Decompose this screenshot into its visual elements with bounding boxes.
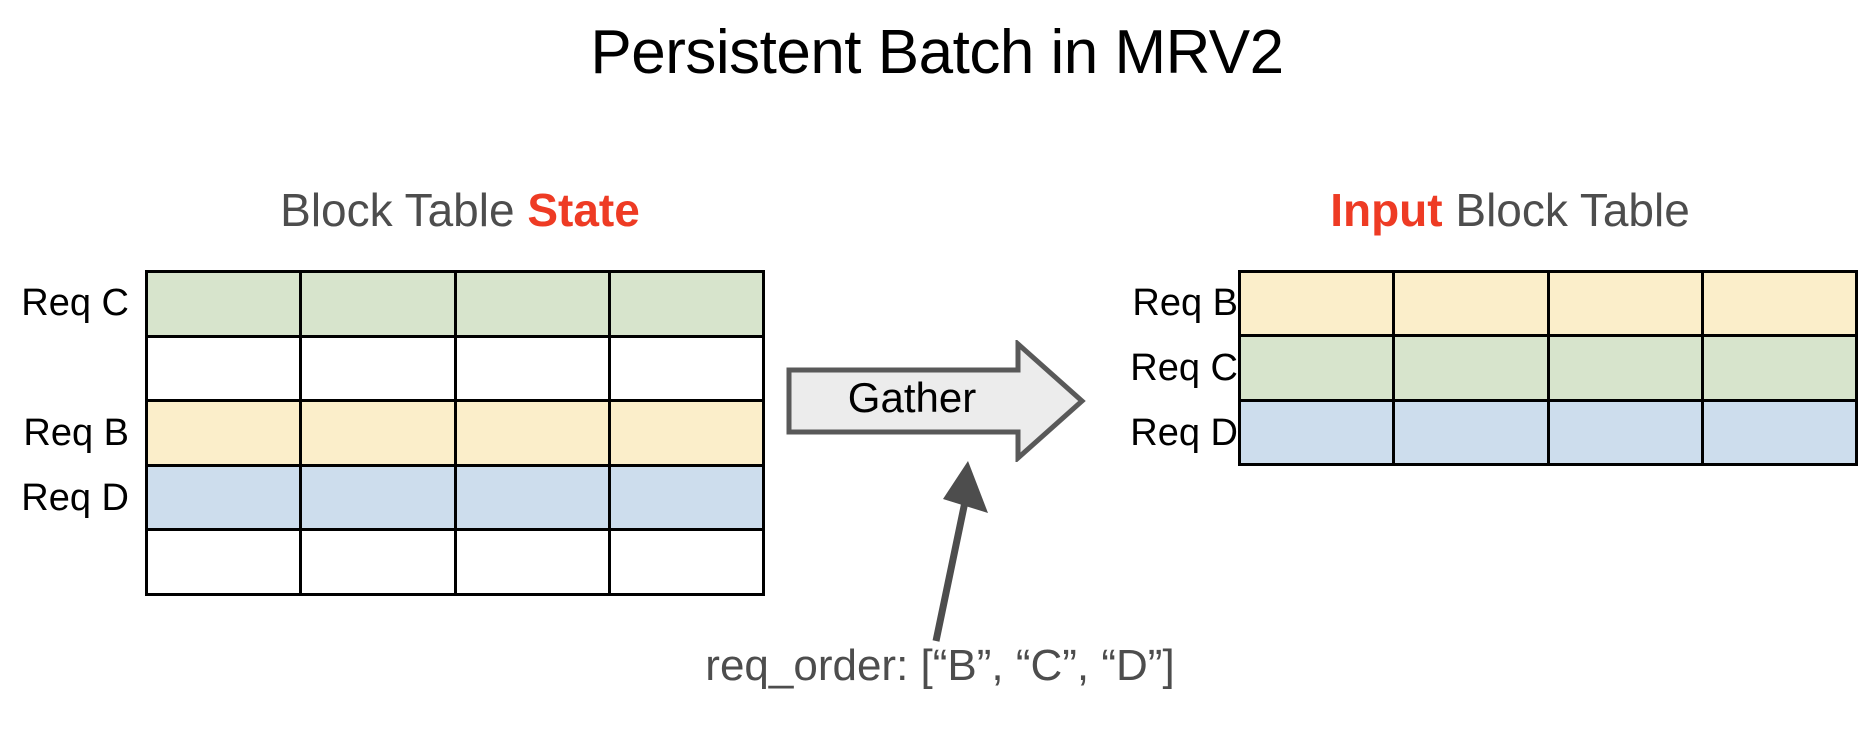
state-table-cell-r2-c1 [302, 402, 454, 464]
state-table-cell-r0-c3 [610, 273, 762, 335]
req-order-caption: req_order: [“B”, “C”, “D”] [705, 641, 1175, 690]
state-table-cell-r3-c0 [148, 466, 300, 529]
right-panel-heading: Input Block Table [1130, 182, 1874, 238]
state-table-cell-r0-c2 [456, 273, 608, 335]
input-table-cell-r2-c2 [1549, 401, 1701, 463]
state-table-cell-r1-c3 [610, 337, 762, 400]
state-table-cell-r2-c2 [456, 402, 608, 464]
input-table-cell-r2-c0 [1241, 401, 1393, 463]
block-table-state-grid [145, 270, 765, 596]
input-table-cell-r1-c0 [1241, 337, 1393, 399]
state-table-cell-r4-c0 [148, 531, 300, 593]
state-table-row-label-req-b: Req B [23, 412, 129, 454]
input-table-cell-r0-c1 [1395, 273, 1547, 335]
input-table-row-label-req-b: Req B [1132, 281, 1238, 324]
input-table-cell-r1-c2 [1549, 337, 1701, 399]
state-table-cell-r2-c0 [148, 402, 300, 464]
input-block-table-grid [1238, 270, 1858, 466]
state-table-cell-r3-c1 [302, 466, 454, 529]
state-table-cell-r2-c3 [610, 402, 762, 464]
left-heading-prefix: Block Table [280, 184, 528, 236]
state-table-cell-r3-c3 [610, 466, 762, 529]
input-table-cell-r0-c3 [1703, 273, 1855, 335]
state-table-cell-r1-c0 [148, 337, 300, 400]
input-table-cell-r2-c1 [1395, 401, 1547, 463]
input-table-cell-r1-c1 [1395, 337, 1547, 399]
input-table-cell-r1-c3 [1703, 337, 1855, 399]
left-panel-heading: Block Table State [140, 182, 780, 238]
state-table-cell-r0-c1 [302, 273, 454, 335]
left-heading-accent: State [527, 184, 640, 236]
input-table-cell-r2-c3 [1703, 401, 1855, 463]
req-order-pointer-arrow-icon [932, 461, 988, 642]
state-table-row-label-req-c: Req C [21, 281, 129, 324]
state-table-cell-r1-c2 [456, 337, 608, 400]
input-table-row-label-req-d: Req D [1130, 412, 1238, 455]
page-title: Persistent Batch in MRV2 [590, 18, 1284, 87]
state-table-cell-r4-c3 [610, 531, 762, 593]
input-table-cell-r0-c2 [1549, 273, 1701, 335]
state-table-cell-r4-c2 [456, 531, 608, 593]
right-heading-accent: Input [1330, 184, 1443, 236]
gather-arrow-icon [786, 340, 1086, 462]
input-table-cell-r0-c0 [1241, 273, 1393, 335]
state-table-cell-r4-c1 [302, 531, 454, 593]
state-table-cell-r3-c2 [456, 466, 608, 529]
right-heading-suffix: Block Table [1442, 184, 1690, 236]
state-table-row-label-req-d: Req D [21, 477, 129, 520]
state-table-cell-r0-c0 [148, 273, 300, 335]
state-table-cell-r1-c1 [302, 337, 454, 400]
input-table-row-label-req-c: Req C [1130, 346, 1238, 389]
